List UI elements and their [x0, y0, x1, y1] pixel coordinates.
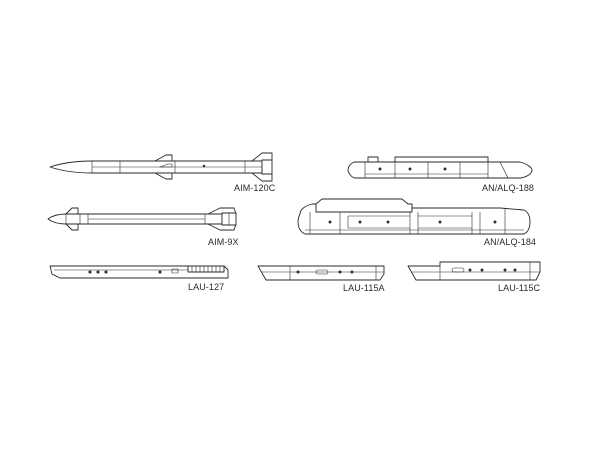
lau-127-launcher [49, 265, 229, 279]
label-aim-9x: AIM-9X [208, 237, 239, 247]
an-alq-184-pod [297, 198, 531, 235]
an-alq-188-pod [347, 156, 533, 179]
lau-115c-launcher [407, 261, 541, 281]
label-aim-120c: AIM-120C [234, 183, 276, 193]
label-lau-115c: LAU-115C [498, 283, 541, 293]
label-an-alq-184: AN/ALQ-184 [484, 237, 537, 247]
label-an-alq-188: AN/ALQ-188 [482, 183, 535, 193]
lau-115a-launcher [257, 265, 385, 281]
label-lau-115a: LAU-115A [343, 283, 385, 293]
aim-120c-missile [49, 152, 273, 182]
aim-9x-missile [47, 207, 237, 231]
label-lau-127: LAU-127 [188, 282, 225, 292]
